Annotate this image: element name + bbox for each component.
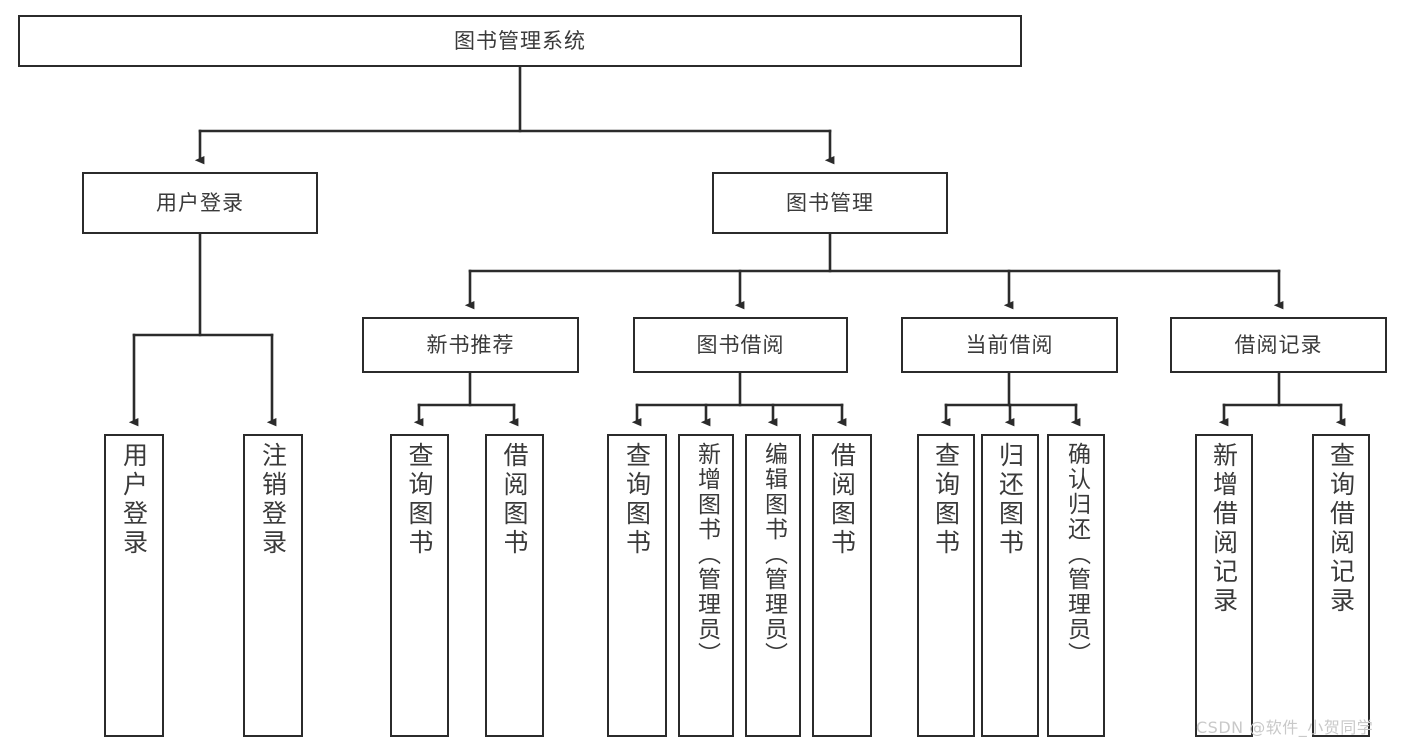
node-label: 查询图书: [622, 442, 652, 558]
leaf-logout[interactable]: 注销登录: [243, 434, 303, 737]
node-label: 查询图书: [931, 442, 961, 558]
node-label: 用户登录: [119, 442, 149, 558]
leaf-add-book-admin[interactable]: 新增图书（管理员）: [678, 434, 734, 737]
leaf-add-borrow-record[interactable]: 新增借阅记录: [1195, 434, 1253, 737]
node-label: 查询借阅记录: [1326, 442, 1356, 616]
node-label: 借阅记录: [1234, 332, 1323, 357]
leaf-user-login[interactable]: 用户登录: [104, 434, 164, 737]
node-label: 新增借阅记录: [1209, 442, 1239, 616]
leaf-return-book[interactable]: 归还图书: [981, 434, 1039, 737]
leaf-edit-book-admin[interactable]: 编辑图书（管理员）: [745, 434, 801, 737]
node-label: 当前借阅: [965, 332, 1054, 357]
node-borrowing-record[interactable]: 借阅记录: [1170, 317, 1387, 373]
leaf-borrow-book-recommendation[interactable]: 借阅图书: [485, 434, 544, 737]
node-label: 借阅图书: [827, 442, 857, 558]
leaf-query-borrow-record[interactable]: 查询借阅记录: [1312, 434, 1370, 737]
node-current-borrowing[interactable]: 当前借阅: [901, 317, 1118, 373]
node-new-book-recommendation[interactable]: 新书推荐: [362, 317, 579, 373]
leaf-borrow-book[interactable]: 借阅图书: [812, 434, 872, 737]
leaf-confirm-return-admin[interactable]: 确认归还（管理员）: [1047, 434, 1105, 737]
node-label: 编辑图书（管理员）: [760, 442, 787, 667]
node-label: 新书推荐: [426, 332, 515, 357]
node-label: 图书借阅: [696, 332, 785, 357]
leaf-query-book-current[interactable]: 查询图书: [917, 434, 975, 737]
node-label: 归还图书: [995, 442, 1025, 558]
node-label: 注销登录: [258, 442, 288, 558]
leaf-query-book-borrowing[interactable]: 查询图书: [607, 434, 667, 737]
leaf-query-book-recommendation[interactable]: 查询图书: [390, 434, 449, 737]
node-label: 查询图书: [405, 442, 434, 558]
node-book-borrowing[interactable]: 图书借阅: [633, 317, 848, 373]
node-label: 用户登录: [156, 190, 244, 215]
node-book-management[interactable]: 图书管理: [712, 172, 948, 234]
node-label: 新增图书（管理员）: [693, 442, 720, 667]
node-label: 图书管理系统: [454, 28, 586, 53]
node-label: 图书管理: [786, 190, 874, 215]
node-label: 借阅图书: [500, 442, 529, 558]
node-root-book-management-system[interactable]: 图书管理系统: [18, 15, 1022, 67]
node-label: 确认归还（管理员）: [1063, 442, 1090, 667]
node-user-login[interactable]: 用户登录: [82, 172, 318, 234]
